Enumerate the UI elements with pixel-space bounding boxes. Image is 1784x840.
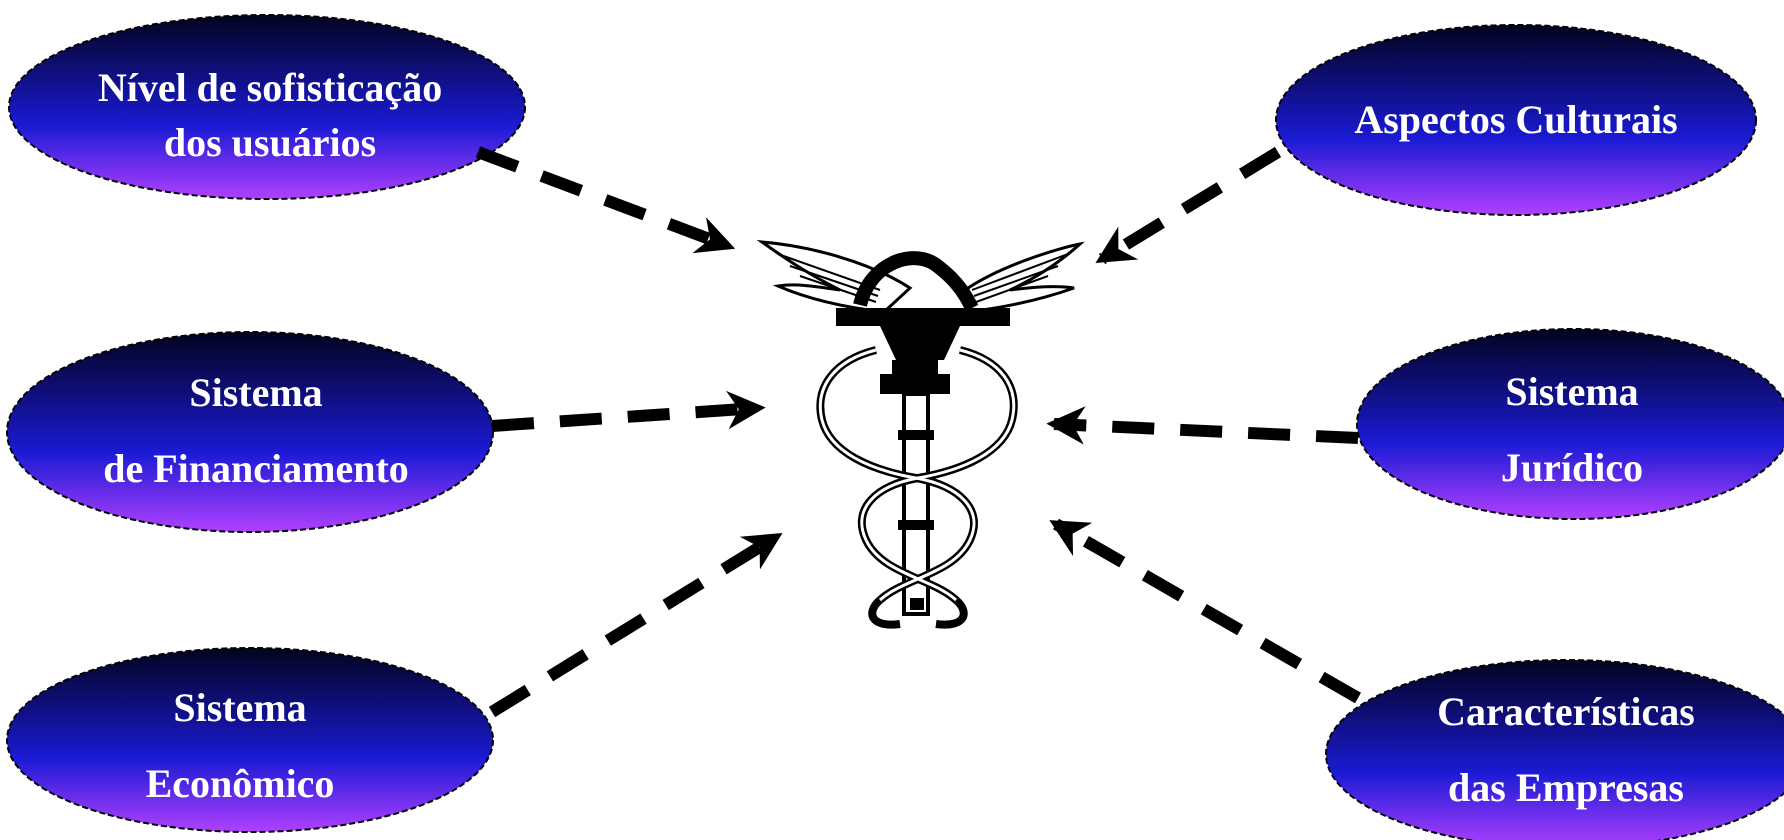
node-sophistication [9,15,525,199]
node-financing [7,332,493,532]
node-cultural [1276,25,1756,215]
arrow-sophistication [478,152,728,246]
node-legal [1357,329,1784,519]
arrow-economic [492,537,776,712]
arrow-financing [492,408,758,426]
node-companies [1326,660,1784,840]
arrow-legal [1054,424,1358,438]
node-economic [7,648,493,832]
arrow-cultural [1102,152,1278,259]
arrow-companies [1056,524,1358,698]
caduceus-icon [762,242,1080,625]
